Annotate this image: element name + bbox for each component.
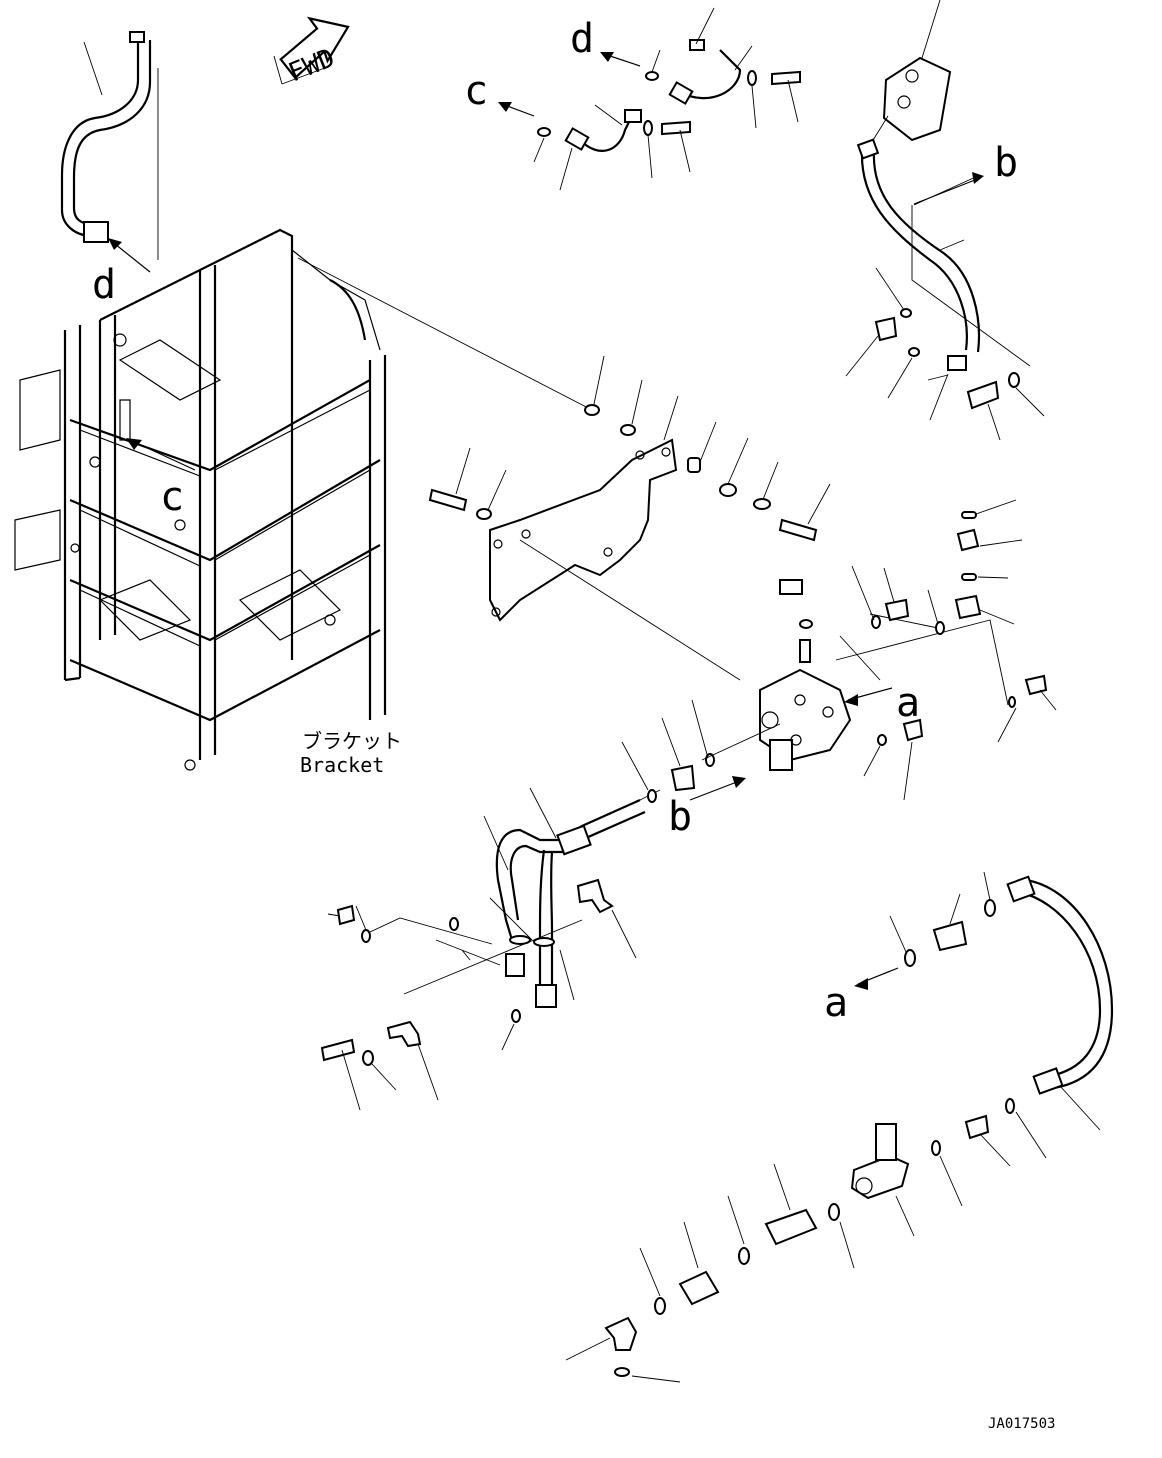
bracket-label-jp: ブラケット [302,729,402,753]
mounting-plate [297,257,831,681]
callout-d-top: d [570,16,594,62]
forward-direction-arrow: FWD [273,16,350,88]
bracket-label-en: Bracket [300,753,384,777]
hose-b-assembly [845,0,1045,441]
frame-bracket-assembly [14,228,387,771]
pipe-d [60,31,159,273]
callout-c-top: c [464,68,488,114]
callout-b-valve: b [668,794,692,840]
callout-d-frame: d [92,262,116,308]
bottom-fittings [565,1123,915,1383]
callout-a-valve: a [896,680,920,726]
callout-a-hose: a [824,980,848,1026]
pressure-sensor-harness [533,7,801,191]
callout-c-frame: c [160,474,184,520]
hose-a-assembly [889,871,1114,1207]
drawing-reference-number: JA017503 [988,1416,1055,1432]
tube-assembly [320,787,646,1111]
callout-b-top: b [994,140,1018,186]
control-valve [621,499,1057,803]
